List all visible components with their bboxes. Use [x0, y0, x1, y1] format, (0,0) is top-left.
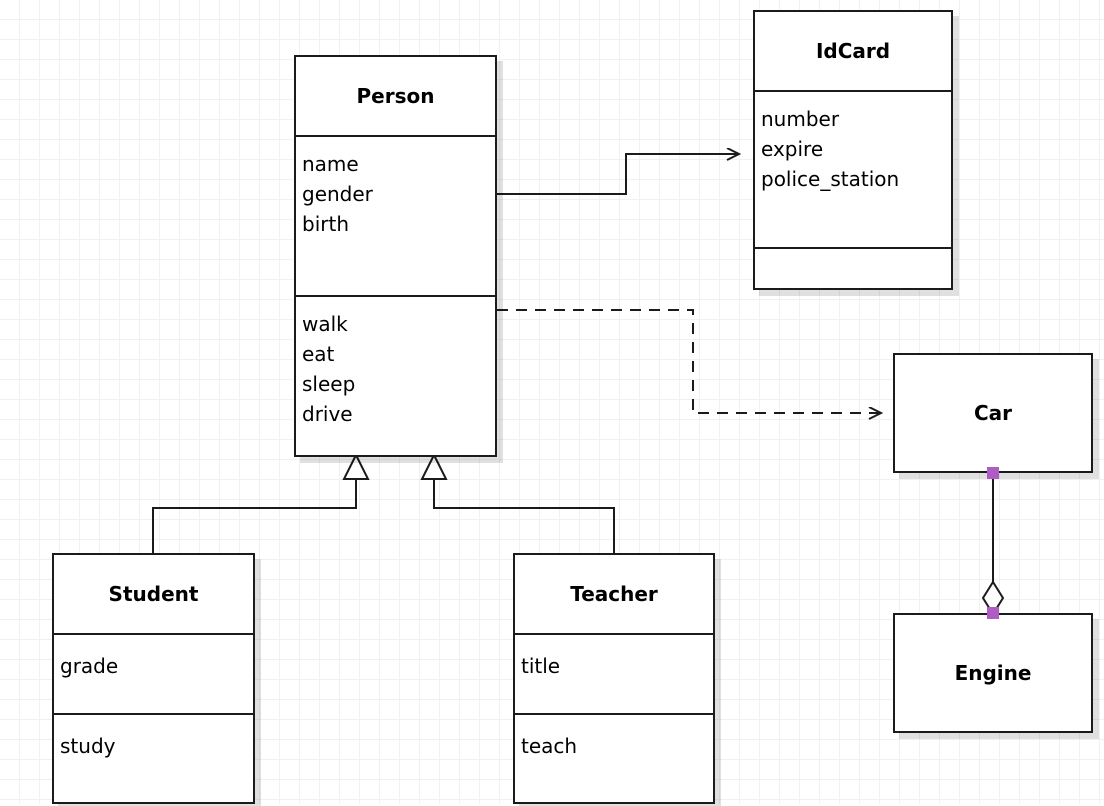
operation-item: sleep — [302, 372, 356, 396]
class-box-teacher[interactable]: Teacher title teach — [513, 553, 715, 804]
attribute-item: police_station — [761, 167, 900, 191]
class-title-idcard: IdCard — [815, 39, 891, 63]
operation-item: drive — [302, 402, 353, 426]
attribute-item: grade — [60, 654, 119, 678]
connection-handle-engine[interactable] — [987, 607, 999, 619]
class-operations-teacher: teach — [515, 713, 713, 806]
attribute-item: name — [302, 152, 359, 176]
attribute-item: title — [521, 654, 561, 678]
attribute-item: birth — [302, 212, 349, 236]
attribute-item: gender — [302, 182, 373, 206]
class-box-idcard[interactable]: IdCard number expire police_station — [753, 10, 953, 290]
generalization-teacher-person[interactable] — [420, 452, 615, 553]
dependency-person-car[interactable] — [497, 309, 881, 413]
class-operations-idcard — [755, 247, 951, 292]
attribute-item: expire — [761, 137, 824, 161]
connection-handle-car[interactable] — [987, 467, 999, 479]
class-title-student: Student — [108, 582, 199, 606]
class-attributes-person: name gender birth — [296, 135, 495, 295]
class-attributes-student: grade — [54, 633, 253, 713]
class-box-person[interactable]: Person name gender birth walk eat sleep … — [294, 55, 497, 457]
class-attributes-idcard: number expire police_station — [755, 90, 951, 247]
class-operations-student: study — [54, 713, 253, 806]
association-person-idcard[interactable] — [497, 154, 739, 195]
class-title-person: Person — [356, 84, 435, 108]
class-box-student[interactable]: Student grade study — [52, 553, 255, 804]
operation-item: study — [60, 734, 116, 758]
attribute-item: number — [761, 107, 840, 131]
class-title-car: Car — [973, 401, 1013, 425]
class-attributes-teacher: title — [515, 633, 713, 713]
aggregation-car-engine[interactable] — [981, 473, 1005, 616]
class-box-engine[interactable]: Engine — [893, 613, 1093, 733]
class-title-engine: Engine — [954, 661, 1032, 685]
class-title-teacher: Teacher — [570, 582, 658, 606]
class-operations-person: walk eat sleep drive — [296, 295, 495, 459]
generalization-student-person[interactable] — [152, 452, 370, 553]
operation-item: eat — [302, 342, 335, 366]
class-box-car[interactable]: Car — [893, 353, 1093, 473]
operation-item: walk — [302, 312, 348, 336]
operation-item: teach — [521, 734, 578, 758]
